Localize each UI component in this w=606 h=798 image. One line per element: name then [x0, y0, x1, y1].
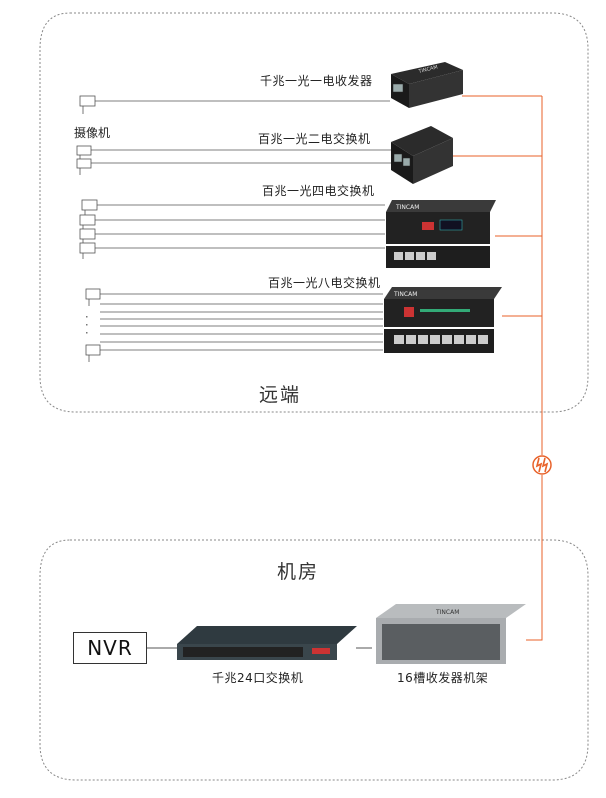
- fiber-transceiver-label: 千兆一光一电收发器: [260, 74, 373, 88]
- switch-1opt-2elec-device: [387, 124, 457, 186]
- switch-1opt-2elec-label: 百兆一光二电交换机: [258, 132, 371, 146]
- camera-icon: [79, 228, 96, 243]
- brand-logo: TINCAM: [417, 64, 438, 75]
- camera-icon: [85, 344, 101, 362]
- camera-icon: [79, 95, 96, 114]
- camera-icon: [85, 288, 101, 306]
- camera-ellipsis-dots: [86, 316, 88, 334]
- camera-icons: [76, 95, 101, 362]
- camera-icon: [79, 242, 96, 259]
- machine-room-zone-label: 机房: [277, 561, 320, 583]
- camera-icon: [76, 158, 92, 175]
- lightning-bolt-icon: [532, 455, 552, 475]
- camera-icon: [76, 145, 92, 160]
- fiber-trunk-lower: [526, 475, 543, 641]
- switch-24port-label: 千兆24口交换机: [212, 671, 304, 685]
- camera-label: 摄像机: [74, 126, 111, 140]
- chassis-16slot-label: 16槽收发器机架: [397, 671, 489, 685]
- brand-logo: TINCAM: [393, 291, 417, 298]
- nvr-label: NVR: [87, 636, 133, 660]
- fiber-links: [450, 95, 543, 641]
- remote-zone-border: [39, 12, 589, 413]
- switch-1opt-8elec-label: 百兆一光八电交换机: [268, 276, 381, 290]
- brand-logo: TINCAM: [435, 609, 459, 616]
- switch-1opt-4elec-device: TINCAM: [382, 198, 498, 270]
- brand-logo: TINCAM: [395, 204, 419, 211]
- switch-1opt-8elec-device: TINCAM: [380, 287, 504, 355]
- remote-zone-label: 远端: [259, 384, 302, 406]
- copper-links-remote: [90, 100, 392, 351]
- switch-24port-device: [177, 620, 357, 664]
- camera-icon: [79, 214, 96, 229]
- switch-1opt-4elec-label: 百兆一光四电交换机: [262, 184, 375, 198]
- fiber-transceiver-device: TINCAM: [383, 62, 465, 112]
- nvr-box: NVR: [73, 632, 147, 664]
- chassis-16slot-device: TINCAM: [372, 602, 528, 666]
- camera-icon: [81, 199, 98, 215]
